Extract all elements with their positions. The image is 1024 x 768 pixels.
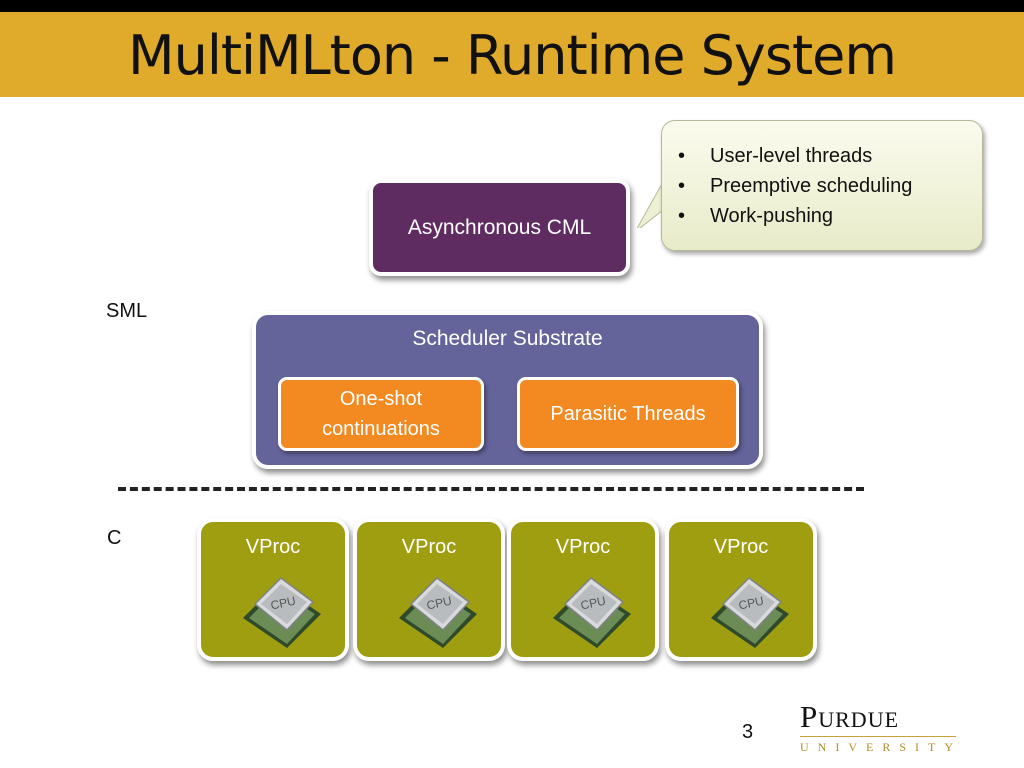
vproc-label: VProc	[401, 536, 457, 558]
cpu-chip-icon: CPU	[399, 577, 477, 648]
cpu-chip-icon: CPU	[243, 577, 321, 648]
vproc-box: VProc CPU	[665, 518, 817, 661]
cpu-chip-text: CPU	[269, 594, 297, 613]
cpu-chip-icon: CPU	[711, 577, 789, 648]
cpu-chip-icon: CPU	[553, 577, 631, 648]
vproc-label: VProc	[245, 536, 301, 558]
logo-subtitle: UNIVERSITY	[800, 740, 962, 754]
feature-item: User-level threads	[678, 141, 982, 171]
vproc-box: VProc CPU	[197, 518, 349, 661]
c-layer-label: C	[107, 527, 122, 549]
vproc-box: VProc CPU	[507, 518, 659, 661]
slide-title: MultiMLton - Runtime System	[128, 24, 897, 87]
vproc-label: VProc	[713, 536, 769, 558]
one-shot-continuations-box: One-shot continuations	[278, 377, 484, 451]
cpu-chip-text: CPU	[579, 594, 607, 613]
feature-callout: User-level threads Preemptive scheduling…	[661, 120, 983, 251]
top-black-band	[0, 0, 1024, 12]
logo-rule	[800, 736, 956, 737]
title-bar	[0, 12, 1024, 97]
scheduler-substrate-box: Scheduler Substrate One-shot continuatio…	[252, 311, 763, 469]
feature-list: User-level threads Preemptive scheduling…	[662, 121, 982, 231]
parasitic-threads-box: Parasitic Threads	[517, 377, 739, 451]
feature-item: Work-pushing	[678, 201, 982, 231]
cpu-chip-text: CPU	[737, 594, 765, 613]
purdue-logo: Purdue UNIVERSITY	[800, 700, 956, 755]
cpu-chip-text: CPU	[425, 594, 453, 613]
page-number: 3	[742, 721, 754, 743]
feature-item: Preemptive scheduling	[678, 171, 982, 201]
async-cml-box: Asynchronous CML	[369, 179, 630, 276]
sml-layer-label: SML	[106, 300, 148, 322]
sml-c-divider	[118, 487, 864, 491]
logo-wordmark: Purdue	[800, 699, 900, 734]
vproc-label: VProc	[555, 536, 611, 558]
vproc-box: VProc CPU	[353, 518, 505, 661]
scheduler-substrate-label: Scheduler Substrate	[412, 327, 603, 350]
